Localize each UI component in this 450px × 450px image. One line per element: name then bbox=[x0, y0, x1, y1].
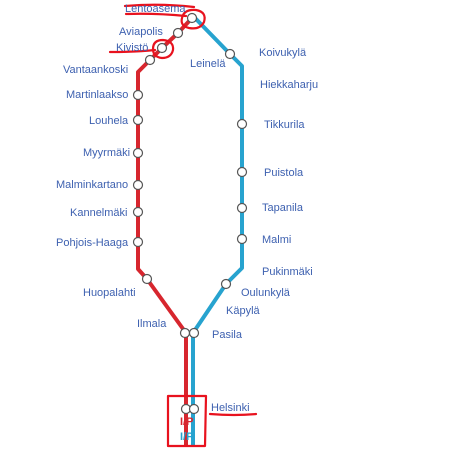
station-marker-vantaankoski[interactable] bbox=[144, 54, 156, 66]
annotation-arrow-helsinki bbox=[208, 412, 258, 417]
station-markers bbox=[132, 12, 248, 415]
station-marker-malmi[interactable] bbox=[236, 233, 248, 245]
station-marker-helsinki-p[interactable] bbox=[188, 403, 200, 415]
annotation-box-helsinki bbox=[166, 394, 208, 448]
label-kapyla: Käpylä bbox=[226, 305, 261, 317]
label-louhela: Louhela bbox=[89, 115, 129, 127]
label-myyrmaki: Myyrmäki bbox=[83, 147, 130, 159]
label-hiekkaharju: Hiekkaharju bbox=[260, 79, 318, 91]
label-tikkurila: Tikkurila bbox=[264, 119, 305, 131]
station-marker-huopalahti[interactable] bbox=[141, 273, 153, 285]
station-marker-pasila[interactable] bbox=[188, 327, 200, 339]
station-marker-koivukyla[interactable] bbox=[224, 48, 236, 60]
label-pohjois-haaga: Pohjois-Haaga bbox=[56, 237, 129, 249]
station-marker-kivisto[interactable] bbox=[156, 42, 168, 54]
station-marker-louhela[interactable] bbox=[132, 114, 144, 126]
label-koivukyla: Koivukylä bbox=[259, 47, 307, 59]
label-malminkartano: Malminkartano bbox=[56, 179, 128, 191]
station-labels: Lentoasema Aviapolis Kivistö Vantaankosk… bbox=[56, 3, 318, 414]
route-label-i-p-blue: I/P bbox=[180, 431, 193, 443]
label-helsinki: Helsinki bbox=[211, 402, 250, 414]
label-oulunkyla: Oulunkylä bbox=[241, 287, 291, 299]
label-puistola: Puistola bbox=[264, 167, 304, 179]
label-leinela: Leinelä bbox=[190, 58, 226, 70]
station-marker-martinlaakso[interactable] bbox=[132, 89, 144, 101]
station-marker-aviapolis[interactable] bbox=[172, 27, 184, 39]
label-martinlaakso: Martinlaakso bbox=[66, 89, 128, 101]
label-kivisto: Kivistö bbox=[116, 42, 148, 54]
ring-line-p-route bbox=[191, 16, 244, 445]
label-aviapolis: Aviapolis bbox=[119, 26, 163, 38]
station-marker-oulunkyla[interactable] bbox=[220, 278, 232, 290]
annotation-arrow-kivisto bbox=[108, 48, 157, 54]
ring-line-i-route bbox=[136, 16, 194, 445]
station-marker-kannelmaki[interactable] bbox=[132, 206, 144, 218]
station-marker-tapanila[interactable] bbox=[236, 202, 248, 214]
station-marker-myyrmaki[interactable] bbox=[132, 147, 144, 159]
label-malmi: Malmi bbox=[262, 234, 291, 246]
station-marker-puistola[interactable] bbox=[236, 166, 248, 178]
label-huopalahti: Huopalahti bbox=[83, 287, 136, 299]
annotation-underline-lentoasema bbox=[123, 3, 196, 9]
station-marker-ilmala[interactable] bbox=[179, 327, 191, 339]
route-label-i-p-red: I/P bbox=[180, 416, 193, 428]
label-tapanila: Tapanila bbox=[262, 202, 304, 214]
handwritten-annotations bbox=[108, 3, 258, 448]
annotation-circle-lentoasema bbox=[180, 8, 206, 30]
label-pukinmaki: Pukinmäki bbox=[262, 266, 313, 278]
label-ilmala: Ilmala bbox=[137, 318, 167, 330]
label-lentoasema: Lentoasema bbox=[125, 3, 186, 15]
station-marker-pohjois-haaga[interactable] bbox=[132, 236, 144, 248]
station-marker-lentoasema[interactable] bbox=[186, 12, 198, 24]
label-kannelmaki: Kannelmäki bbox=[70, 207, 127, 219]
station-marker-malminkartano[interactable] bbox=[132, 179, 144, 191]
annotation-circle-kivisto bbox=[151, 38, 175, 60]
label-pasila: Pasila bbox=[212, 329, 243, 341]
label-vantaankoski: Vantaankoski bbox=[63, 64, 128, 76]
annotation-arrow-lentoasema bbox=[124, 12, 188, 18]
station-marker-tikkurila[interactable] bbox=[236, 118, 248, 130]
